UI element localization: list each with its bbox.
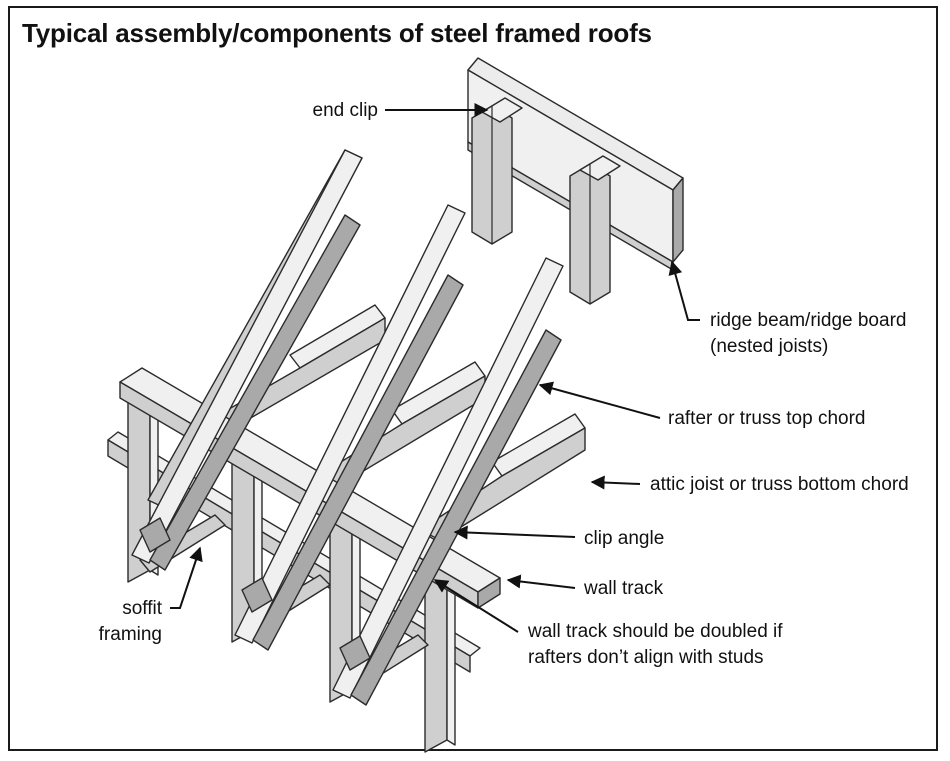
attic-joist-label: attic joist or truss bottom chord (650, 474, 909, 495)
wall-track-label: wall track (583, 578, 664, 599)
rafter-2 (234, 204, 466, 651)
rafter-arrow (538, 381, 661, 419)
end-clip-label: end clip (313, 100, 379, 121)
clip-angle-label: clip angle (584, 528, 664, 549)
soffit-label-line2: framing (99, 624, 162, 645)
rafter-label: rafter or truss top chord (668, 408, 865, 429)
soffit-label-line1: soffit (122, 598, 163, 619)
ridge-beam-arrow (668, 260, 700, 321)
clip-angles (139, 517, 371, 671)
wall-track-note-line1: wall track should be doubled if (527, 621, 783, 642)
rafter-1 (131, 149, 363, 571)
end-clip-left (471, 97, 523, 245)
rafter-3 (332, 257, 564, 706)
wall-track-note-line2: rafters don’t align with studs (528, 647, 764, 668)
attic-joist-arrow (590, 475, 641, 490)
callout-labels: end clip ridge beam/ridge board (nested … (99, 100, 909, 668)
ridge-beam-label-line1: ridge beam/ridge board (710, 310, 906, 331)
diagram-title: Typical assembly/components of steel fra… (22, 18, 652, 48)
wall-track-arrow (506, 574, 576, 589)
clip-angle-arrow (453, 525, 576, 540)
ridge-beam-label-line2: (nested joists) (710, 336, 828, 357)
soffit-arrow (170, 546, 203, 609)
wall-track-note-arrow (433, 579, 519, 633)
leader-lines (170, 103, 700, 633)
end-clip-right (569, 155, 621, 305)
